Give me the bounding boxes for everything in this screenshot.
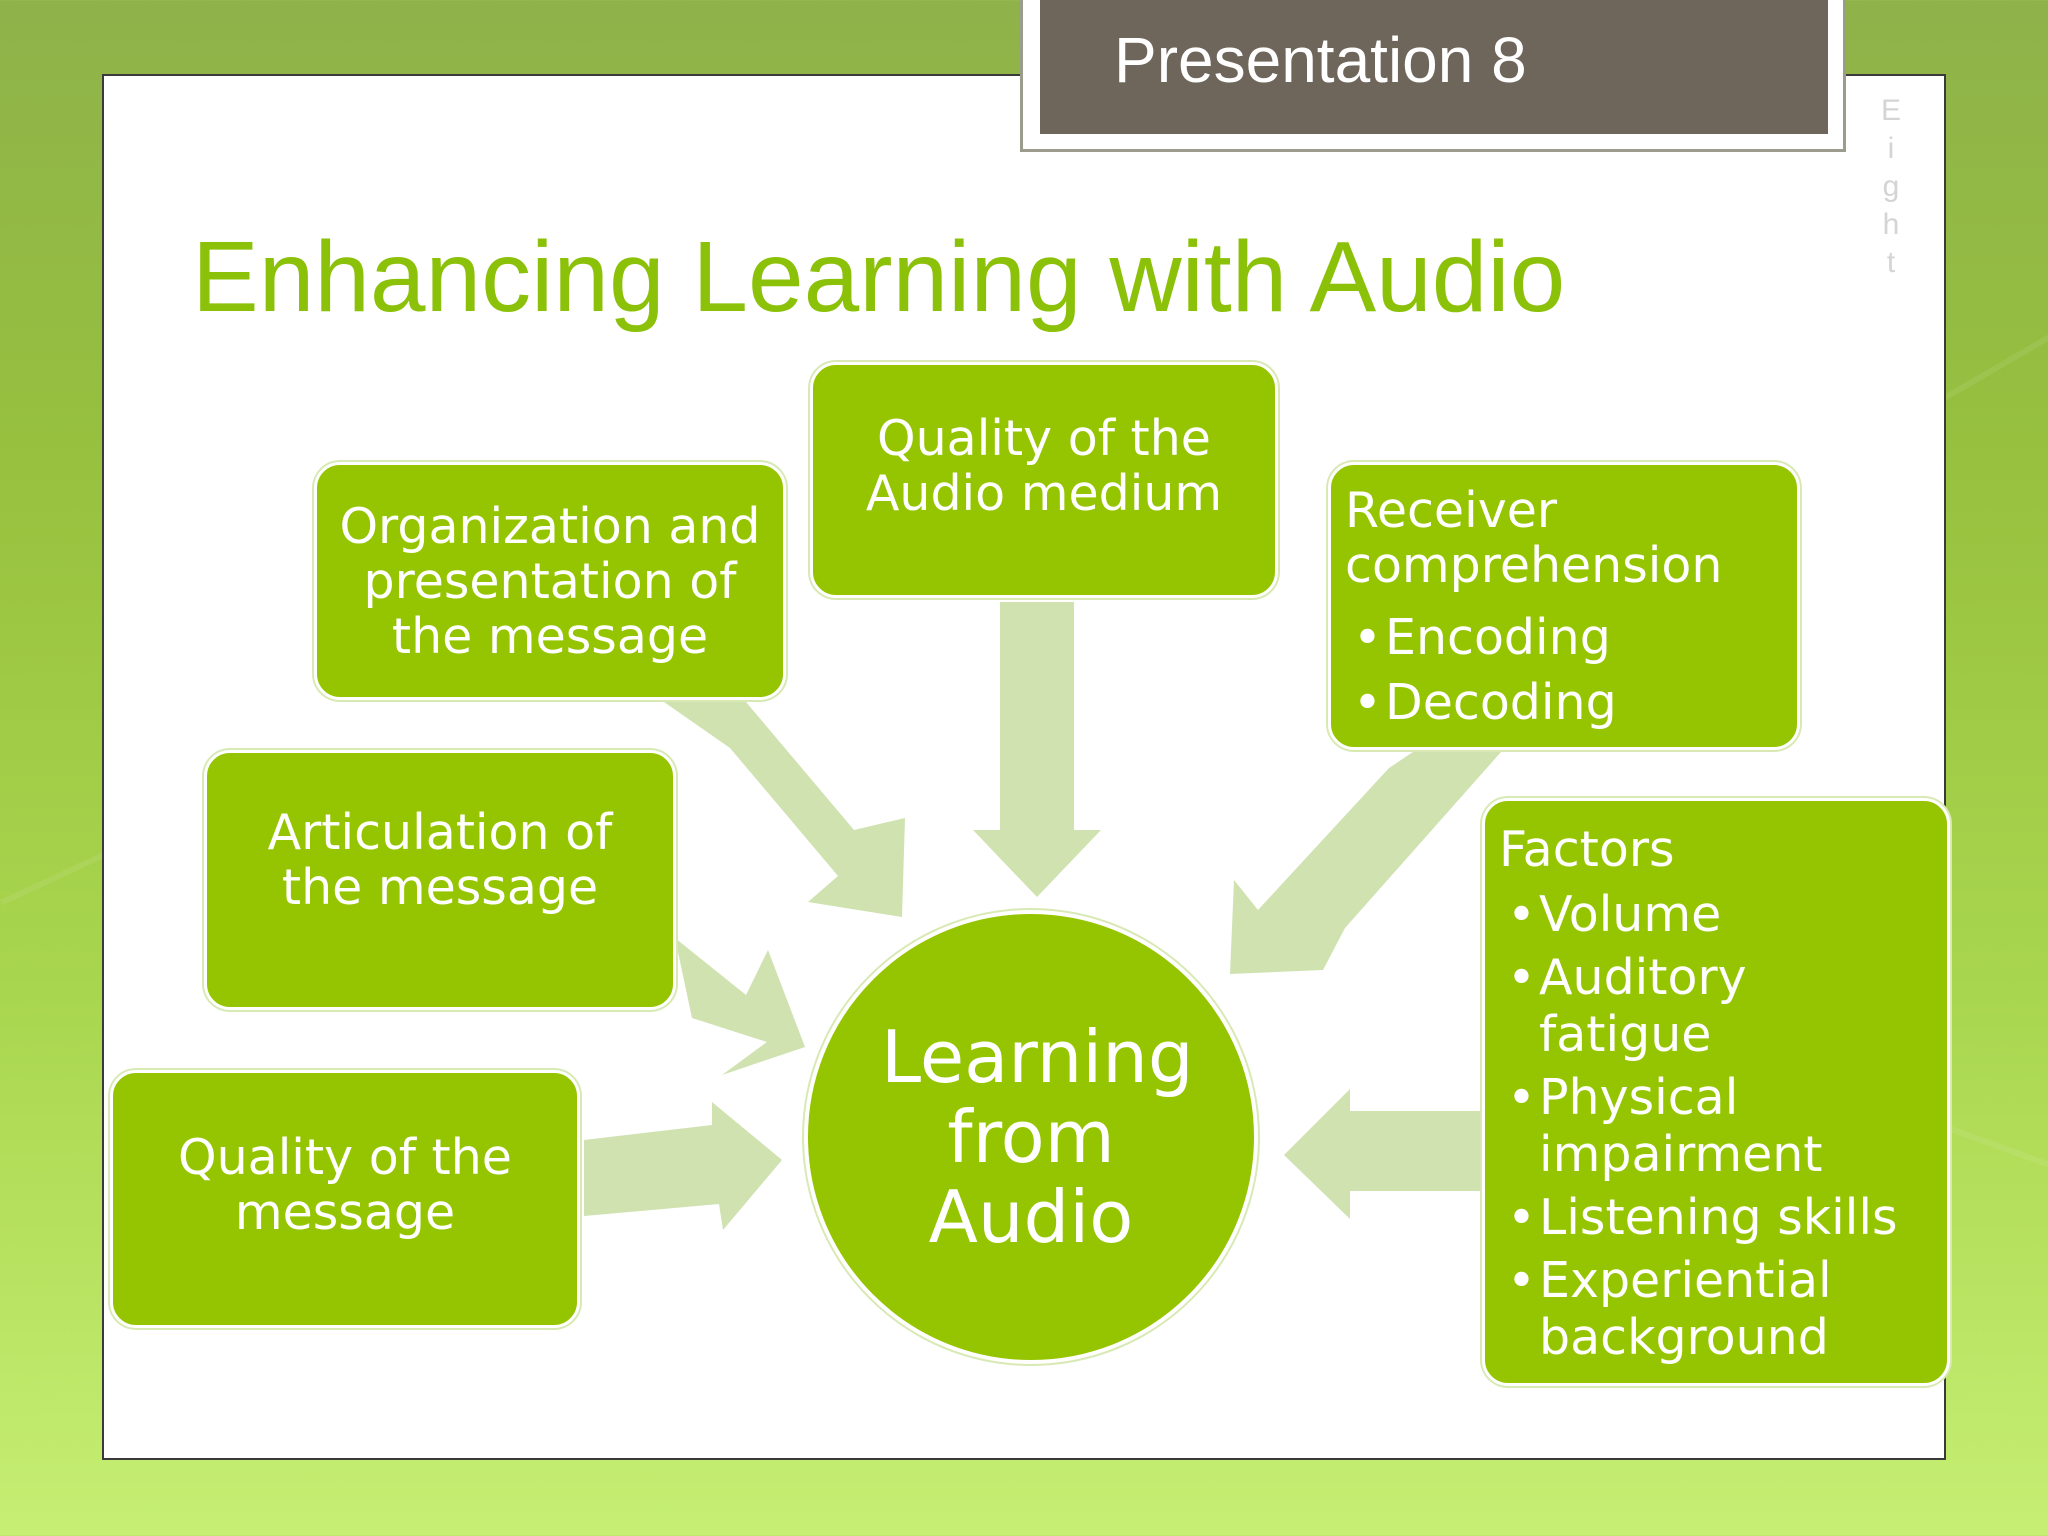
arrow-from-factors xyxy=(1284,1089,1482,1219)
node-organization: Organization and presentation of the mes… xyxy=(314,462,786,700)
receiver-item-decoding: Decoding xyxy=(1345,670,1617,735)
arrow-from-articulation xyxy=(675,938,805,1075)
node-quality-message: Quality of the message xyxy=(110,1070,580,1328)
arrow-from-receiver xyxy=(1230,744,1501,974)
arrow-from-quality-message xyxy=(584,1102,782,1230)
factors-item-auditory-fatigue: Auditory fatigue xyxy=(1499,949,1779,1063)
node-receiver-heading: Receiver comprehension xyxy=(1345,482,1723,594)
factors-item-physical-impairment: Physical impairment xyxy=(1499,1069,1823,1183)
slide-title: Enhancing Learning with Audio xyxy=(192,221,1566,333)
presentation-tab-label: Presentation 8 xyxy=(1114,24,1527,96)
node-factors-heading: Factors xyxy=(1499,821,1675,878)
node-audio-medium-label: Quality of the Audio medium xyxy=(865,410,1223,522)
presentation-tab: Presentation 8 xyxy=(1040,0,1828,134)
node-quality-message-label: Quality of the message xyxy=(178,1129,512,1241)
node-receiver-comprehension: Receiver comprehension Encoding Decoding xyxy=(1328,462,1800,750)
node-articulation-label: Articulation of the message xyxy=(267,804,613,916)
center-node-learning-from-audio: Learning from Audio xyxy=(804,910,1258,1364)
factors-item-experiential-background: Experiential background xyxy=(1499,1252,1859,1366)
node-articulation: Articulation of the message xyxy=(204,750,676,1010)
node-audio-medium: Quality of the Audio medium xyxy=(810,362,1278,598)
arrow-from-organization xyxy=(664,702,905,917)
center-node-label: Learning from Audio xyxy=(881,1015,1194,1259)
node-organization-label: Organization and presentation of the mes… xyxy=(339,497,761,665)
node-factors: Factors Volume Auditory fatigue Physical… xyxy=(1482,798,1950,1386)
receiver-list: Encoding Decoding xyxy=(1345,605,1617,735)
vertical-side-word: E i g h t xyxy=(1880,94,1901,279)
arrow-from-audio-medium xyxy=(973,602,1101,897)
factors-item-listening-skills: Listening skills xyxy=(1499,1189,1897,1246)
factors-item-volume: Volume xyxy=(1499,886,1897,943)
factors-list: Volume Auditory fatigue Physical impairm… xyxy=(1499,886,1897,1366)
receiver-item-encoding: Encoding xyxy=(1345,605,1617,670)
